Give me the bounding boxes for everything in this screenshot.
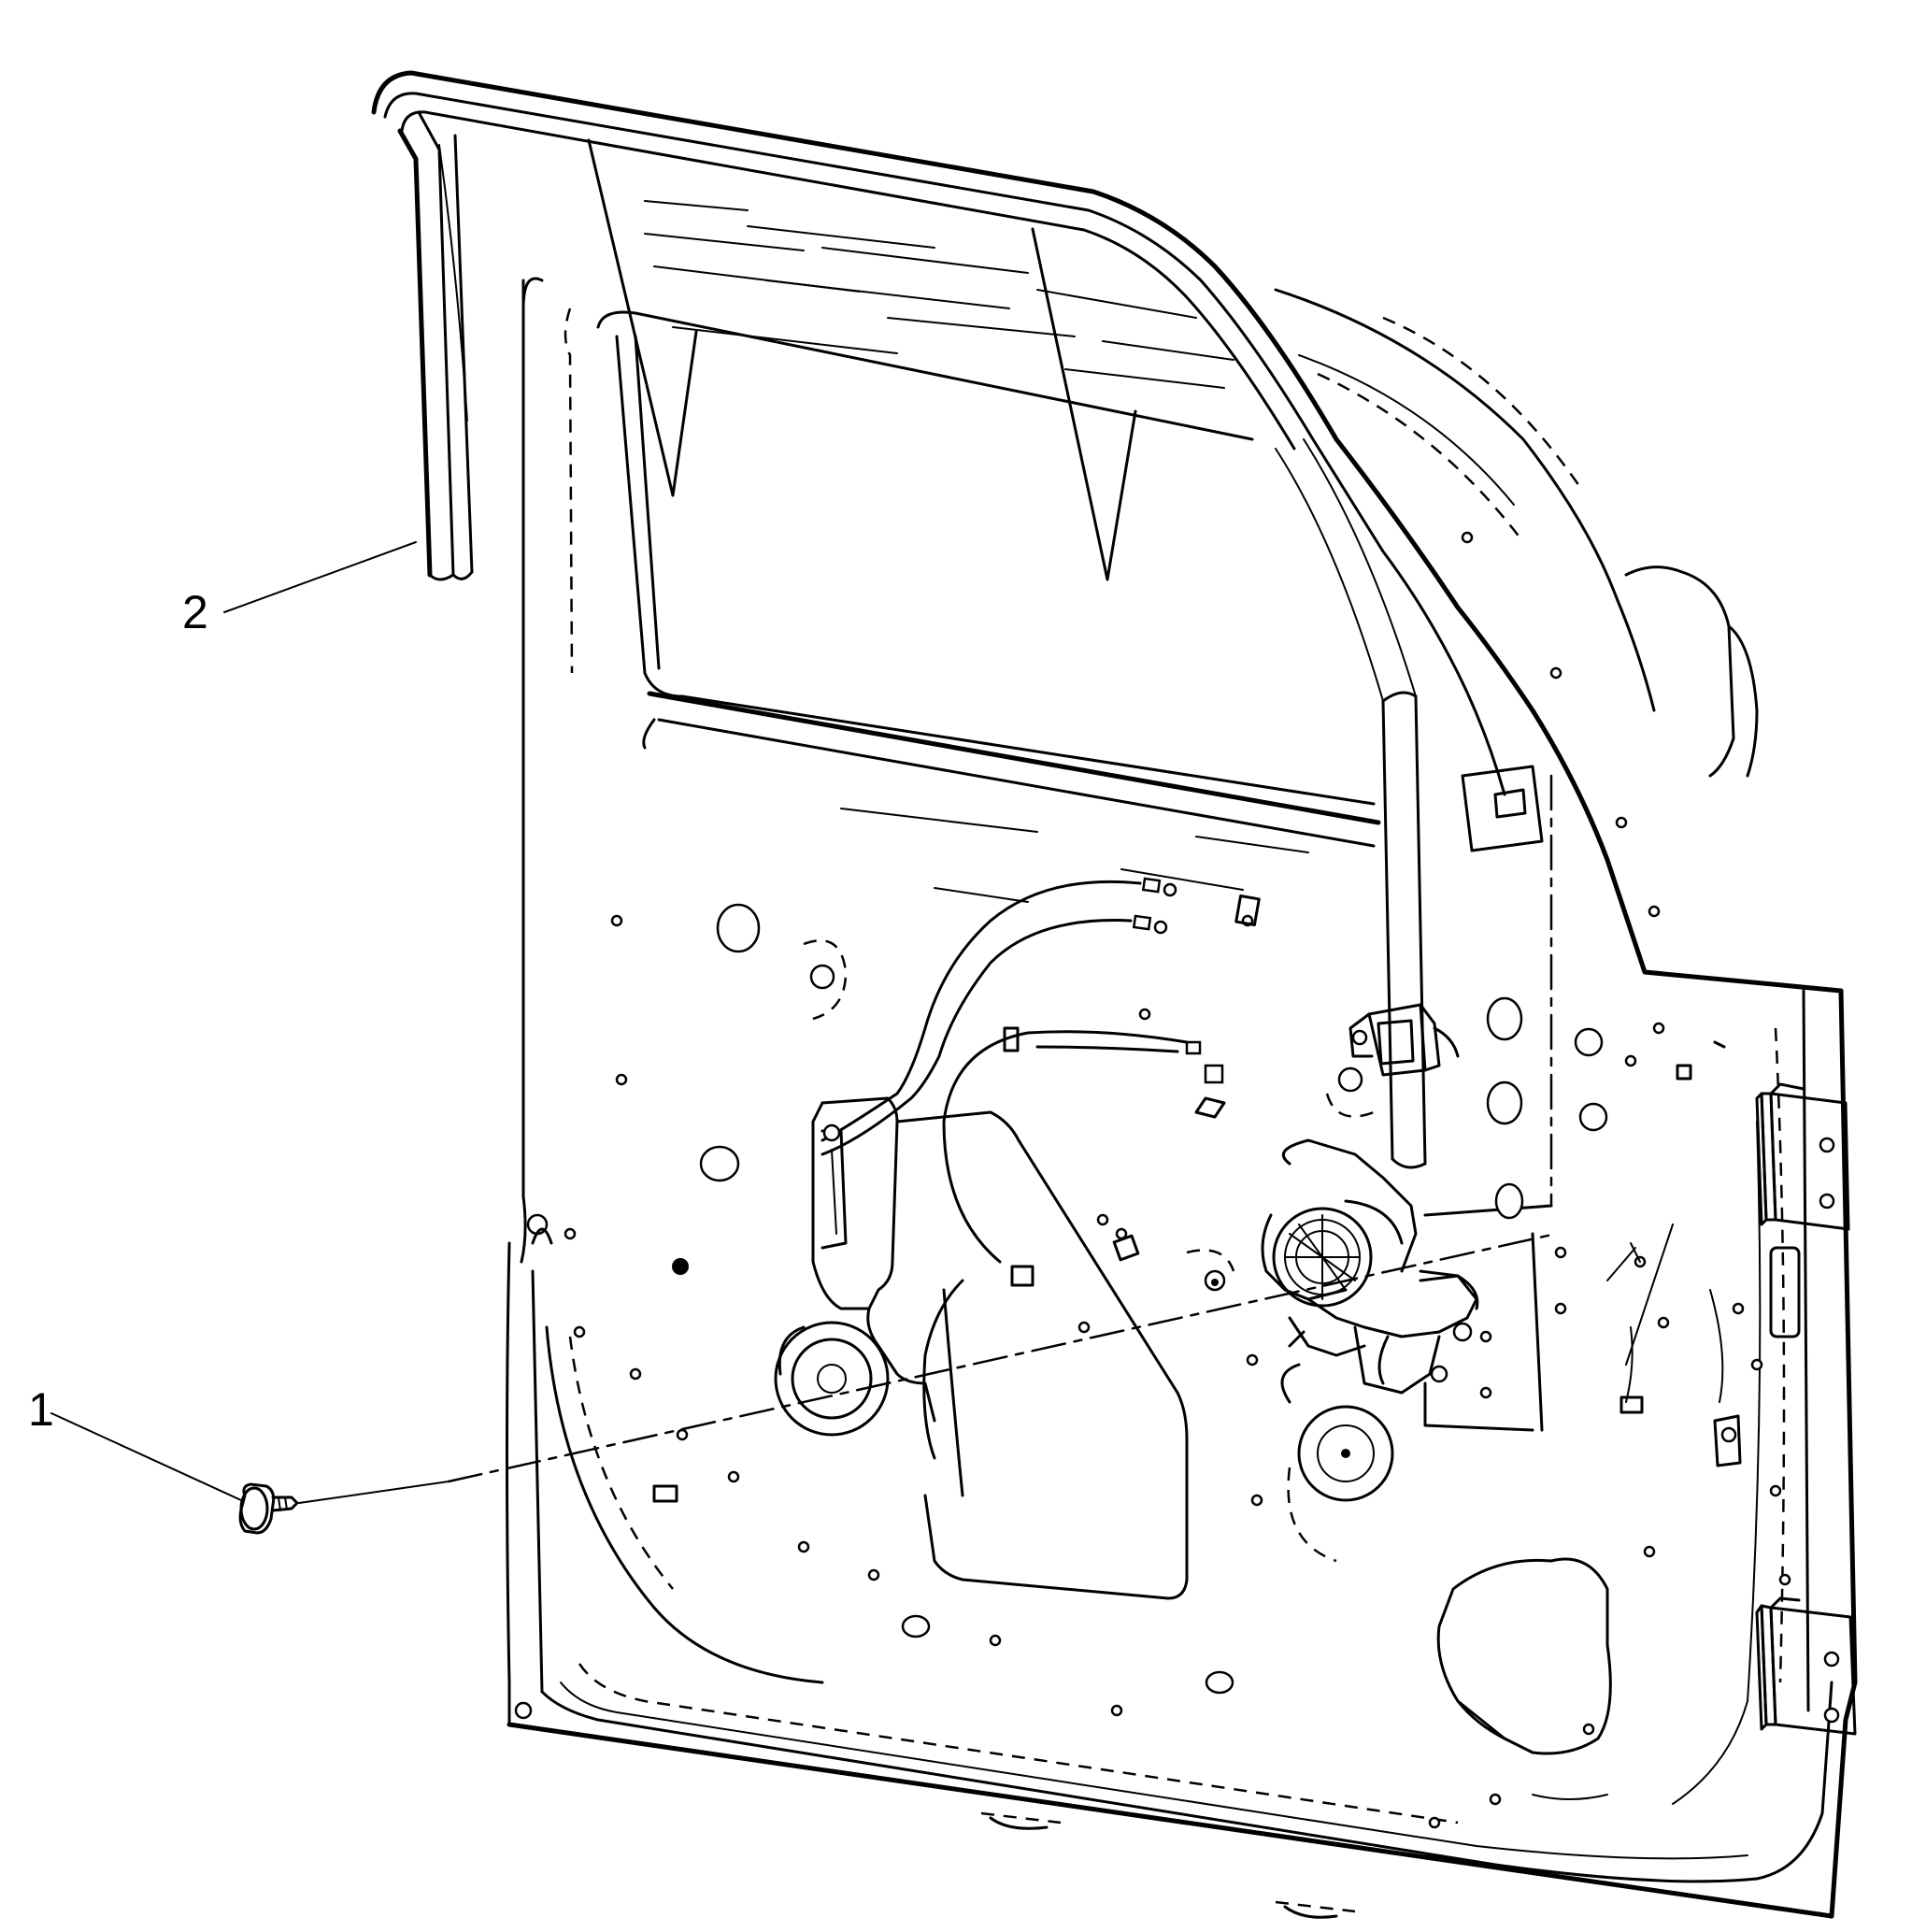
regulator-bracket: [811, 1096, 1189, 1600]
panel-outline: [1423, 765, 1553, 1217]
window-run-channel: [397, 110, 1427, 1169]
leader-lines: [50, 541, 1558, 1504]
door-panel: [371, 70, 1858, 1919]
door-panel-fastener: [238, 1482, 299, 1535]
leader-line-1: [50, 1412, 242, 1501]
door-hinges: [1713, 1082, 1857, 1736]
fastener-alignment-line: [298, 1481, 449, 1504]
speaker-openings: [774, 1321, 1612, 1755]
window-glass: [564, 138, 1381, 903]
callout-number-2: 2: [182, 586, 208, 638]
window-motor: [1261, 1003, 1544, 1432]
panel-holes: [514, 531, 1791, 1919]
fastener-alignment-dashed: [447, 1232, 1558, 1483]
callout-number-1: 1: [28, 1383, 54, 1436]
door-cables: [820, 877, 1224, 1497]
leader-line-2: [223, 541, 417, 613]
